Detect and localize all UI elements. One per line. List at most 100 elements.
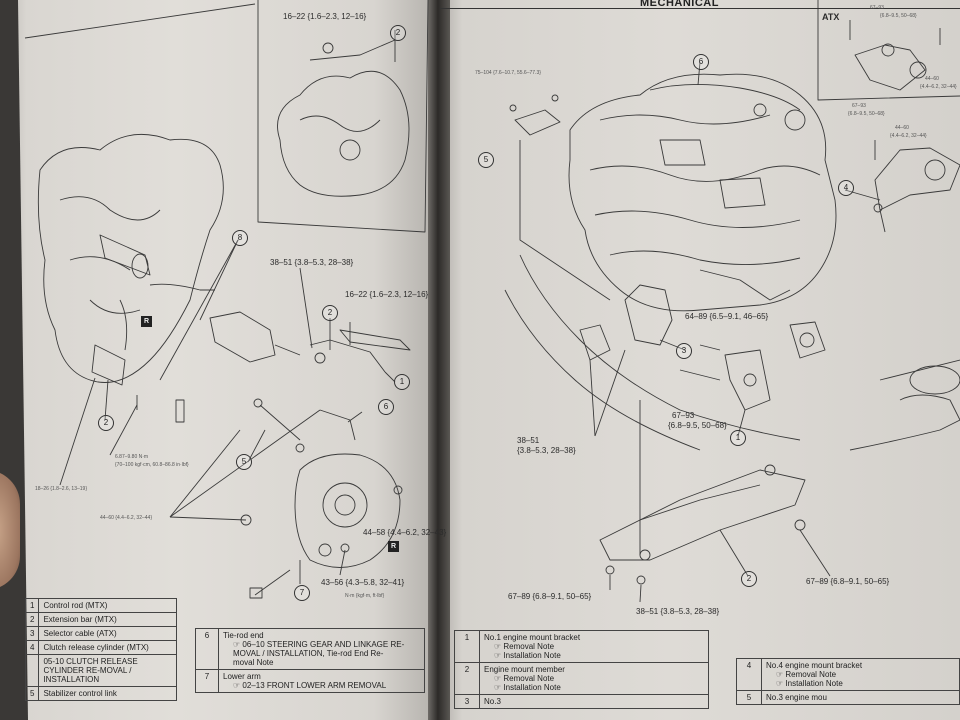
right-legend1-title: Engine mount member bbox=[484, 665, 565, 674]
atx-torque-a8: {4.4–6.2, 32–44} bbox=[890, 133, 927, 139]
callout-5: 5 bbox=[236, 454, 252, 470]
atx-label: ATX bbox=[822, 12, 840, 22]
small-legend-text: Clutch release cylinder (MTX) bbox=[38, 640, 177, 655]
small-legend-number: 5 bbox=[24, 686, 40, 701]
atx-torque-a5: 67–93 bbox=[852, 103, 866, 109]
right-legend1-number: 1 bbox=[454, 630, 480, 663]
right-manual-page bbox=[436, 0, 960, 720]
small-legend-title: Control rod (MTX) bbox=[43, 601, 108, 610]
callout-r5: 5 bbox=[478, 152, 494, 168]
right-legend1-text: Engine mount member☞ Removal Note☞ Insta… bbox=[479, 662, 709, 695]
right-legend2-number: 5 bbox=[736, 690, 762, 705]
right-legend2-row: 5 No.3 engine mou bbox=[736, 690, 960, 705]
small-legend-title: 05-10 CLUTCH RELEASE CYLINDER RE-MOVAL /… bbox=[43, 657, 138, 684]
book-spine bbox=[428, 0, 450, 720]
small-legend-number: 3 bbox=[24, 626, 40, 641]
torque-label-t1: 16–22 {1.6–2.3, 12–16} bbox=[283, 12, 367, 21]
small-legend-number: 2 bbox=[24, 612, 40, 627]
right-legend1-note[interactable]: ☞ Removal Note bbox=[494, 642, 555, 651]
torque-label-t5: 44–58 {4.4–6.2, 32–43} bbox=[363, 528, 447, 537]
small-legend-title: Clutch release cylinder (MTX) bbox=[43, 643, 149, 652]
reuse-tag-r1: R bbox=[141, 316, 152, 327]
section-header: MECHANICAL bbox=[640, 0, 719, 9]
torque-label-b8: 38–51 {3.8–5.3, 28–38} bbox=[636, 607, 720, 616]
torque-label-t7: 6.87–9.80 N·m bbox=[115, 454, 149, 460]
torque-label-b1: 75–104 {7.6–10.7, 55.6–77.3} bbox=[475, 70, 541, 76]
callout-6: 6 bbox=[378, 399, 394, 415]
right-legend2-title: No.3 engine mou bbox=[766, 693, 827, 702]
left-legend-title: Tie-rod end bbox=[223, 631, 264, 640]
atx-torque-a3: 44–60 bbox=[925, 76, 939, 82]
atx-torque-a1: 67–93 bbox=[870, 5, 884, 11]
torque-label-b9: 67–89 {6.8–9.1, 50–65} bbox=[806, 577, 890, 586]
small-legend-number: 1 bbox=[24, 598, 40, 613]
unit-label: N·m {kgf·m, ft·lbf} bbox=[345, 593, 385, 599]
torque-label-b5: 38–51 bbox=[517, 436, 540, 445]
thumb bbox=[0, 470, 20, 590]
small-legend-text: Control rod (MTX) bbox=[38, 598, 177, 613]
callout-r3: 3 bbox=[676, 343, 692, 359]
right-legend2-note[interactable]: ☞ Installation Note bbox=[776, 679, 843, 688]
torque-label-t9: 18–26 {1.8–2.6, 13–19} bbox=[35, 486, 87, 492]
left-legend-note[interactable]: ☞ 06–10 STEERING GEAR AND LINKAGE RE- bbox=[233, 640, 405, 649]
atx-torque-a7: 44–60 bbox=[895, 125, 909, 131]
small-legend-title: Extension bar (MTX) bbox=[43, 615, 117, 624]
small-legend-text: Extension bar (MTX) bbox=[38, 612, 177, 627]
left-legend-number: 7 bbox=[195, 669, 219, 693]
torque-label-t8: {70–100 kgf·cm, 60.8–86.8 in·lbf} bbox=[115, 462, 189, 468]
header-rule bbox=[440, 8, 960, 9]
right-legend1-note[interactable]: ☞ Installation Note bbox=[494, 651, 561, 660]
right-legend2-title: No.4 engine mount bracket bbox=[766, 661, 863, 670]
right-legend1-number: 2 bbox=[454, 662, 480, 695]
torque-label-t2: 38–51 {3.8–5.3, 28–38} bbox=[270, 258, 354, 267]
small-legend-title: Selector cable (ATX) bbox=[43, 629, 117, 638]
callout-7: 7 bbox=[294, 585, 310, 601]
small-legend-text: Selector cable (ATX) bbox=[38, 626, 177, 641]
right-legend1-note[interactable]: ☞ Removal Note bbox=[494, 674, 555, 683]
right-legend1-text: No.3 bbox=[479, 694, 709, 709]
right-legend1-row: 3 No.3 bbox=[454, 694, 709, 709]
left-legend-note[interactable]: ☞ 02–13 FRONT LOWER ARM REMOVAL bbox=[233, 681, 387, 690]
small-legend-number bbox=[24, 654, 40, 687]
right-legend2-number: 4 bbox=[736, 658, 762, 691]
callout-8: 8 bbox=[232, 230, 248, 246]
left-legend-text: Lower arm☞ 02–13 FRONT LOWER ARM REMOVAL bbox=[218, 669, 425, 693]
callout-1: 1 bbox=[394, 374, 410, 390]
right-legend1-title: No.3 bbox=[484, 697, 501, 706]
right-legend1-number: 3 bbox=[454, 694, 480, 709]
callout-2: 2 bbox=[322, 305, 338, 321]
torque-label-b7: 67–89 {6.8–9.1, 50–65} bbox=[508, 592, 592, 601]
callout-4: 2 bbox=[98, 415, 114, 431]
torque-label-b3: 67–93 bbox=[672, 411, 695, 420]
torque-label-b2: 64–89 {6.5–9.1, 46–65} bbox=[685, 312, 769, 321]
left-legend-note[interactable]: MOVAL / INSTALLATION, Tie-rod End Re- bbox=[233, 649, 384, 658]
right-legend2-note[interactable]: ☞ Removal Note bbox=[776, 670, 837, 679]
torque-label-t3: 16–22 {1.6–2.3, 12–16} bbox=[345, 290, 429, 299]
small-legend-row: 05-10 CLUTCH RELEASE CYLINDER RE-MOVAL /… bbox=[24, 654, 177, 687]
left-legend-note[interactable]: moval Note bbox=[233, 658, 274, 667]
small-legend-text: 05-10 CLUTCH RELEASE CYLINDER RE-MOVAL /… bbox=[38, 654, 177, 687]
right-legend2-text: No.3 engine mou bbox=[761, 690, 960, 705]
callout-r4: 4 bbox=[838, 180, 854, 196]
right-legend1-note[interactable]: ☞ Installation Note bbox=[494, 683, 561, 692]
torque-label-t6: 43–56 {4.3–5.8, 32–41} bbox=[321, 578, 405, 587]
atx-torque-a4: {4.4–6.2, 32–44} bbox=[920, 84, 957, 90]
torque-label-b4: {6.8–9.5, 50–68} bbox=[668, 421, 727, 430]
right-legend2-text: No.4 engine mount bracket☞ Removal Note☞… bbox=[761, 658, 960, 691]
left-legend-number: 6 bbox=[195, 628, 219, 670]
left-legend-text: Tie-rod end☞ 06–10 STEERING GEAR AND LIN… bbox=[218, 628, 425, 670]
torque-label-b6: {3.8–5.3, 28–38} bbox=[517, 446, 576, 455]
